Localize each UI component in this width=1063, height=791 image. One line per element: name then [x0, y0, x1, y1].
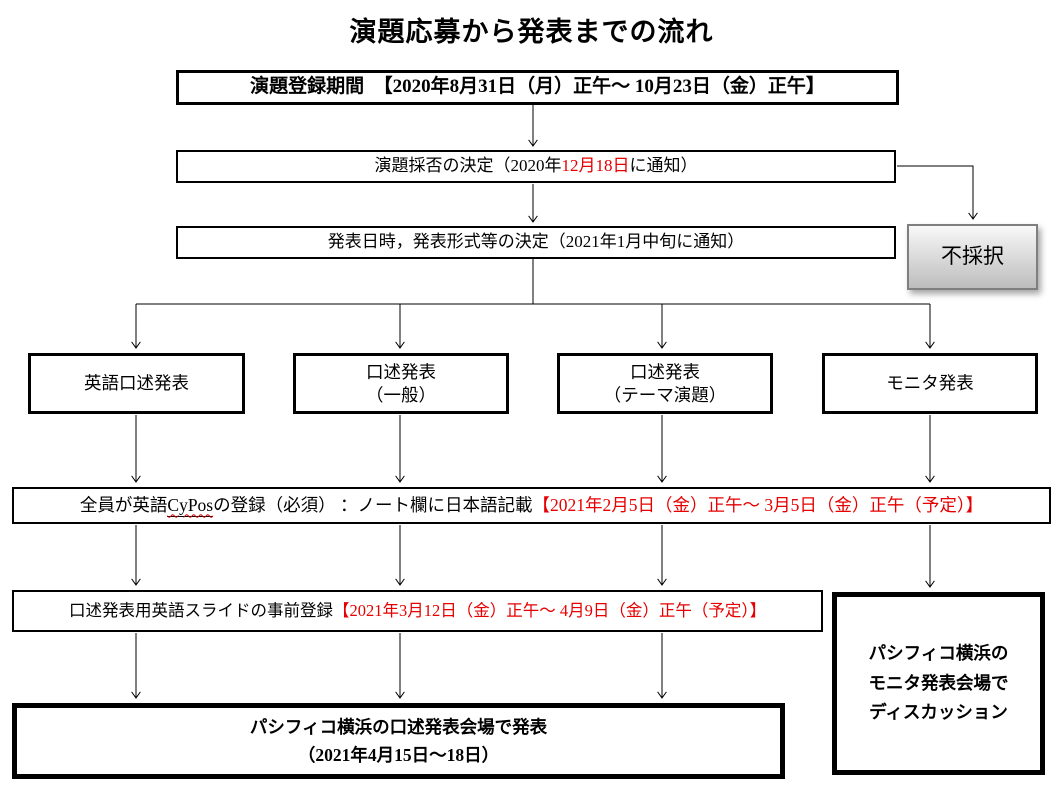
track-oral-general-label: 口述発表 — [366, 361, 436, 382]
rejected-label: 不採択 — [941, 244, 1004, 269]
registration-period-box: 演題登録期間 【2020年8月31日（月）正午～ 10月23日（金）正午】 — [176, 70, 899, 105]
acceptance-text-suffix: に通知） — [629, 156, 698, 176]
oral-venue-line1: パシフィコ横浜の口述発表会場で発表 — [249, 717, 548, 737]
branch-trunk — [136, 259, 930, 305]
track-oral-theme-label: 口述発表 — [630, 361, 700, 382]
page-title: 演題応募から発表までの流れ — [349, 17, 714, 47]
oral-presentation-venue-box: パシフィコ横浜の口述発表会場で発表 （2021年4月15日～18日） — [12, 703, 785, 779]
registration-period-label: 演題登録期間 【2020年8月31日（月）正午～ 10月23日（金）正午】 — [250, 76, 825, 98]
arrow-acceptance-to-rejected — [897, 165, 978, 220]
slide-preregistration-label: 口述発表用英語スライドの事前登録 — [68, 601, 333, 621]
track-english-oral-box: 英語口述発表 — [28, 353, 245, 414]
cypos-registration-box: 全員が英語 CyPos の登録（必須） ：ノート欄に日本語記載【2021年2月5… — [12, 487, 1051, 524]
schedule-decision-box: 発表日時，発表形式等の決定（2021年1月中旬に通知） — [176, 226, 896, 259]
cypos-date-highlight: 【2021年2月5日（金）正午～ 3月5日（金）正午（予定）】 — [532, 495, 984, 516]
track-english-oral-label: 英語口述発表 — [84, 373, 189, 394]
monitor-discussion-box: パシフィコ横浜の モニタ発表会場で ディスカッション — [832, 592, 1045, 775]
acceptance-date-highlight: 12月18日 — [561, 156, 630, 176]
monitor-discussion-line3: ディスカッション — [869, 702, 1008, 723]
cypos-text-1: 全員が英語 — [79, 495, 168, 516]
monitor-discussion-line2: モニタ発表会場で — [868, 672, 1009, 693]
track-monitor-label: モニタ発表 — [886, 373, 974, 394]
slide-preregistration-box: 口述発表用英語スライドの事前登録【2021年3月12日（金）正午～ 4月9日（金… — [12, 590, 823, 632]
track-oral-theme-sub: （テーマ演題） — [603, 384, 727, 405]
track-oral-general-sub: （一般） — [366, 384, 436, 405]
cypos-text-2: の登録（必須） ：ノート欄に日本語記載 — [213, 495, 533, 516]
monitor-discussion-line1: パシフィコ横浜の — [868, 642, 1009, 663]
track-oral-general-box: 口述発表 （一般） — [293, 353, 509, 414]
schedule-decision-label: 発表日時，発表形式等の決定（2021年1月中旬に通知） — [327, 232, 745, 252]
track-monitor-box: モニタ発表 — [822, 353, 1038, 414]
rejected-box: 不採択 — [907, 224, 1038, 290]
cypos-word: CyPos — [167, 494, 214, 518]
acceptance-text-prefix: 演題採否の決定（2020年 — [374, 156, 562, 176]
track-oral-theme-box: 口述発表 （テーマ演題） — [557, 353, 773, 414]
oral-venue-line2: （2021年4月15日～18日） — [297, 745, 500, 765]
slide-date-highlight: 【2021年3月12日（金）正午～ 4月9日（金）正午（予定）】 — [332, 601, 767, 621]
